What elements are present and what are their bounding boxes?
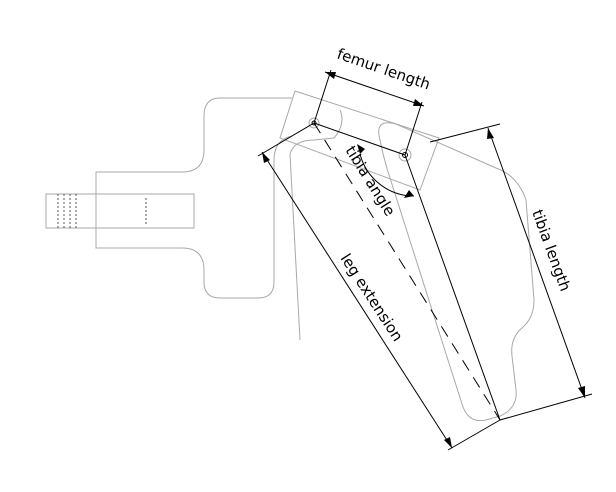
tibia-link [289, 109, 535, 422]
knee-joint-hole [398, 148, 412, 162]
femur-arrow-left [325, 72, 336, 79]
tibia-angle-dimension: tibia angle [313, 122, 501, 421]
femur-length-label: femur length [335, 45, 433, 94]
tibia-length-dimension: tibia length [429, 123, 593, 421]
body-plate [95, 97, 293, 299]
angle-arrow-end [404, 190, 414, 198]
knee-joint-pin [402, 152, 408, 158]
leg-axis-dashed [313, 122, 501, 421]
leg-extension-label: leg extension [337, 250, 407, 344]
tibia-arrow-top [487, 128, 494, 139]
angle-arrow-start [357, 144, 365, 154]
hip-joint-hole [308, 117, 320, 129]
femur-link [279, 90, 440, 191]
leg-extension-dimension: leg extension [257, 122, 501, 451]
tibia-length-label: tibia length [528, 207, 574, 294]
extension-arrow-bottom [444, 437, 452, 448]
tibia-arrow-bottom [578, 386, 585, 398]
servo-horn [45, 193, 195, 229]
hip-joint-pin [311, 120, 317, 126]
femur-arrow-right [413, 99, 424, 106]
extension-arrow-top [262, 152, 270, 163]
